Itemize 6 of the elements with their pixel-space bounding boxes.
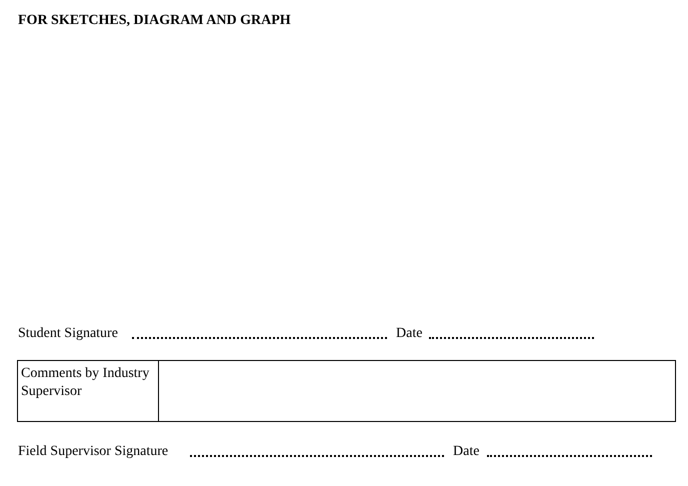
form-heading: FOR SKETCHES, DIAGRAM AND GRAPH [18, 12, 291, 29]
field-label: Student Signature [18, 325, 118, 342]
field-label: Date [396, 325, 422, 342]
table-cell: Comments by Industry Supervisor [18, 360, 158, 422]
field-label: Field Supervisor Signature [18, 443, 168, 460]
field-label: Date [453, 443, 480, 460]
